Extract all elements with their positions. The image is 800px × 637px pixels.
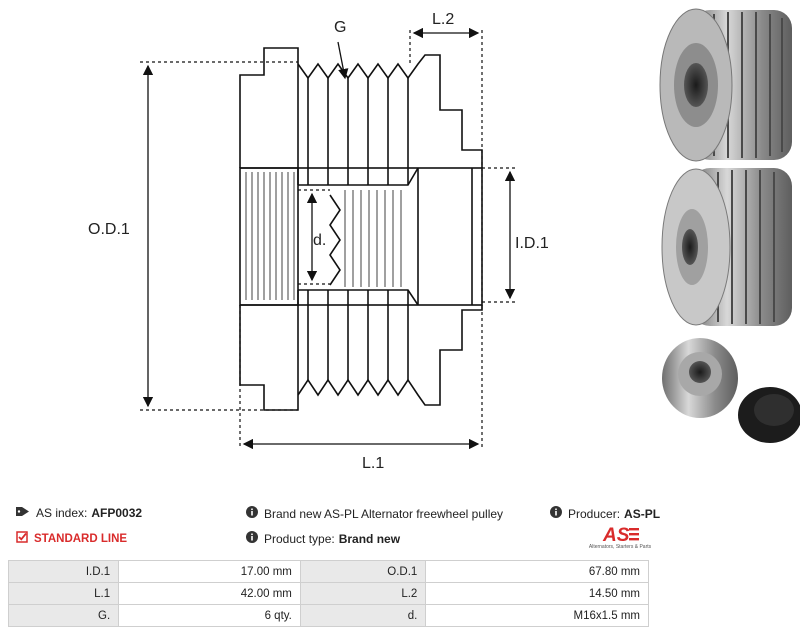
spec-row: G.6 qty.d.M16x1.5 mm (7, 604, 649, 627)
checkbox-icon (16, 531, 28, 546)
info-icon (246, 506, 258, 521)
spec-value-cell: 17.00 mm (118, 560, 301, 583)
spec-key-cell: L.1 (7, 582, 120, 605)
producer-value: AS-PL (624, 506, 661, 521)
product-description: Brand new AS-PL Alternator freewheel pul… (246, 506, 503, 521)
logo-subtext: Alternators, Starters & Parts (588, 544, 652, 550)
l1-label: L.1 (362, 455, 384, 472)
spec-value-cell: 42.00 mm (118, 582, 301, 605)
d-label: d. (313, 232, 326, 249)
info-icon (246, 531, 258, 546)
product-type: Product type: Brand new (246, 531, 400, 546)
g-label: G (334, 19, 346, 36)
spec-key-cell: G. (7, 604, 120, 627)
pulley-photo-with-cap (662, 338, 800, 443)
g-leader-line (337, 41, 349, 80)
producer-label: Producer: (568, 506, 621, 521)
product-type-value: Brand new (338, 531, 401, 546)
spec-value-cell: M16x1.5 mm (425, 604, 649, 627)
spec-key-cell: d. (299, 604, 427, 627)
product-photos (659, 8, 800, 443)
product-type-label: Product type: (264, 531, 335, 546)
as-index: AS index: AFP0032 (16, 506, 142, 520)
tag-icon (16, 506, 30, 520)
description-text: Brand new AS-PL Alternator freewheel pul… (264, 506, 504, 521)
id-label: I.D.1 (515, 235, 549, 252)
spec-key-cell: O.D.1 (299, 560, 427, 583)
spec-key-cell: L.2 (299, 582, 427, 605)
producer: Producer: AS-PL (550, 506, 660, 521)
as-index-label: AS index: (36, 506, 88, 520)
logo-text: AS (602, 525, 630, 544)
pulley-technical-drawing: O.D.1 I.D.1 L.1 L.2 G d. (88, 11, 549, 472)
as-pl-logo: AS Alternators, Starters & Parts (588, 524, 652, 552)
spec-value-cell: 6 qty. (118, 604, 301, 627)
spec-value-cell: 14.50 mm (425, 582, 649, 605)
od-label: O.D.1 (88, 221, 130, 238)
standard-line: STANDARD LINE (16, 531, 127, 546)
pulley-photo-back (661, 168, 792, 326)
pulley-photo-front (659, 8, 792, 162)
as-index-value: AFP0032 (91, 506, 143, 520)
spec-key-cell: I.D.1 (7, 560, 120, 583)
l2-label: L.2 (432, 11, 454, 28)
standard-line-text: STANDARD LINE (34, 532, 128, 545)
spec-value-cell: 67.80 mm (425, 560, 649, 583)
info-icon (550, 506, 562, 521)
